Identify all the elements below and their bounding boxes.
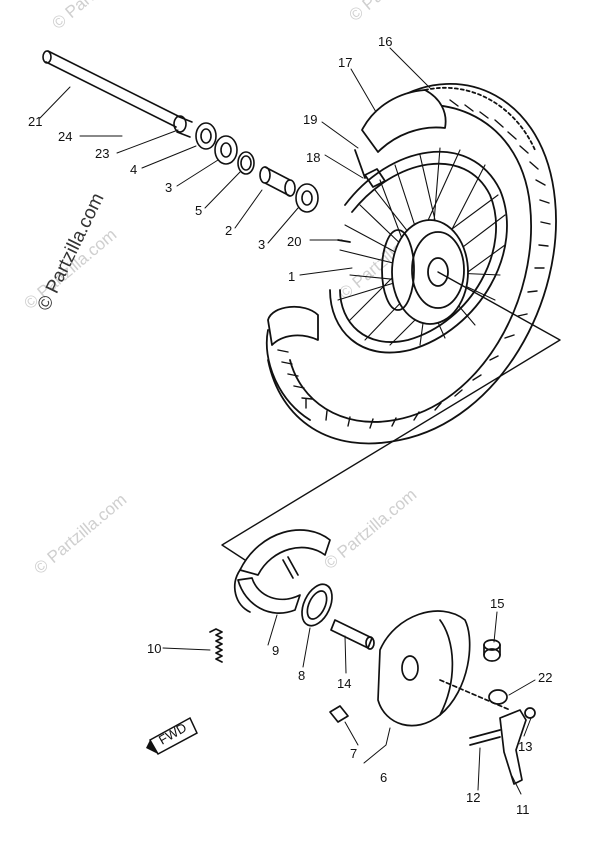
callout-2: 2 bbox=[225, 223, 232, 238]
brake-plate bbox=[377, 610, 471, 727]
callout-1: 1 bbox=[288, 269, 295, 284]
plate-plug bbox=[329, 705, 349, 723]
fwd-arrow: FWD bbox=[146, 716, 198, 756]
callout-20: 20 bbox=[287, 234, 301, 249]
callout-7: 7 bbox=[350, 746, 357, 761]
axle-assembly bbox=[42, 50, 319, 213]
brake-shoe-lower bbox=[237, 577, 301, 614]
callout-5: 5 bbox=[195, 203, 202, 218]
assembly-frame bbox=[221, 271, 561, 561]
callout-11: 11 bbox=[516, 802, 530, 817]
seal-ring bbox=[301, 583, 333, 627]
callout-17: 17 bbox=[338, 55, 352, 70]
hub-center bbox=[427, 257, 449, 287]
watermark-text: © Partzilla.com bbox=[320, 485, 420, 573]
nut-13 bbox=[524, 707, 536, 719]
callout-9: 9 bbox=[272, 643, 279, 658]
callout-19: 19 bbox=[303, 112, 317, 127]
callout-23: 23 bbox=[95, 146, 109, 161]
callout-15: 15 bbox=[490, 596, 504, 611]
callout-3: 3 bbox=[165, 180, 172, 195]
brake-assembly bbox=[209, 529, 536, 785]
brake-shoe-upper bbox=[239, 529, 331, 576]
bearing-2 bbox=[295, 183, 319, 213]
tire-outer bbox=[267, 83, 557, 445]
oil-seal bbox=[195, 122, 217, 150]
tire-inner bbox=[289, 104, 532, 423]
bearing bbox=[214, 135, 238, 165]
callout-8: 8 bbox=[298, 668, 305, 683]
callout-12: 12 bbox=[466, 790, 480, 805]
watermark-text: © Partzilla.com bbox=[48, 0, 148, 33]
callout-labels: 21 24 23 4 3 5 2 3 20 1 18 19 17 16 10 9… bbox=[28, 34, 552, 817]
axle-collar bbox=[173, 115, 187, 133]
callout-18: 18 bbox=[306, 150, 320, 165]
callout-24: 24 bbox=[58, 129, 72, 144]
callout-14: 14 bbox=[337, 676, 351, 691]
leader-lines bbox=[39, 47, 536, 795]
brake-spring bbox=[209, 628, 223, 663]
hub-flange bbox=[381, 229, 415, 311]
axle-head bbox=[42, 50, 52, 64]
callout-16: 16 bbox=[378, 34, 392, 49]
callout-6: 6 bbox=[380, 770, 387, 785]
callout-10: 10 bbox=[147, 641, 161, 656]
callout-13: 13 bbox=[518, 739, 532, 754]
callout-4: 4 bbox=[130, 162, 137, 177]
callout-3-second: 3 bbox=[258, 237, 265, 252]
callout-21: 21 bbox=[28, 114, 42, 129]
circlip bbox=[237, 151, 255, 175]
axle-shaft bbox=[47, 50, 181, 118]
callout-22: 22 bbox=[538, 670, 552, 685]
watermark-text: © Partzilla.com bbox=[30, 490, 130, 578]
tire-section bbox=[267, 305, 319, 346]
wheel-rim bbox=[329, 151, 508, 354]
wheel bbox=[265, 83, 557, 445]
tire-tread bbox=[305, 99, 551, 429]
valve-stem bbox=[364, 168, 386, 188]
axle-shaft bbox=[45, 61, 177, 128]
tire-cutaway bbox=[361, 89, 447, 153]
watermark-text: © Partzilla.com bbox=[345, 0, 445, 25]
bolt-12 bbox=[469, 729, 501, 746]
shoe-spring bbox=[282, 556, 299, 579]
brake-lever bbox=[499, 709, 527, 785]
